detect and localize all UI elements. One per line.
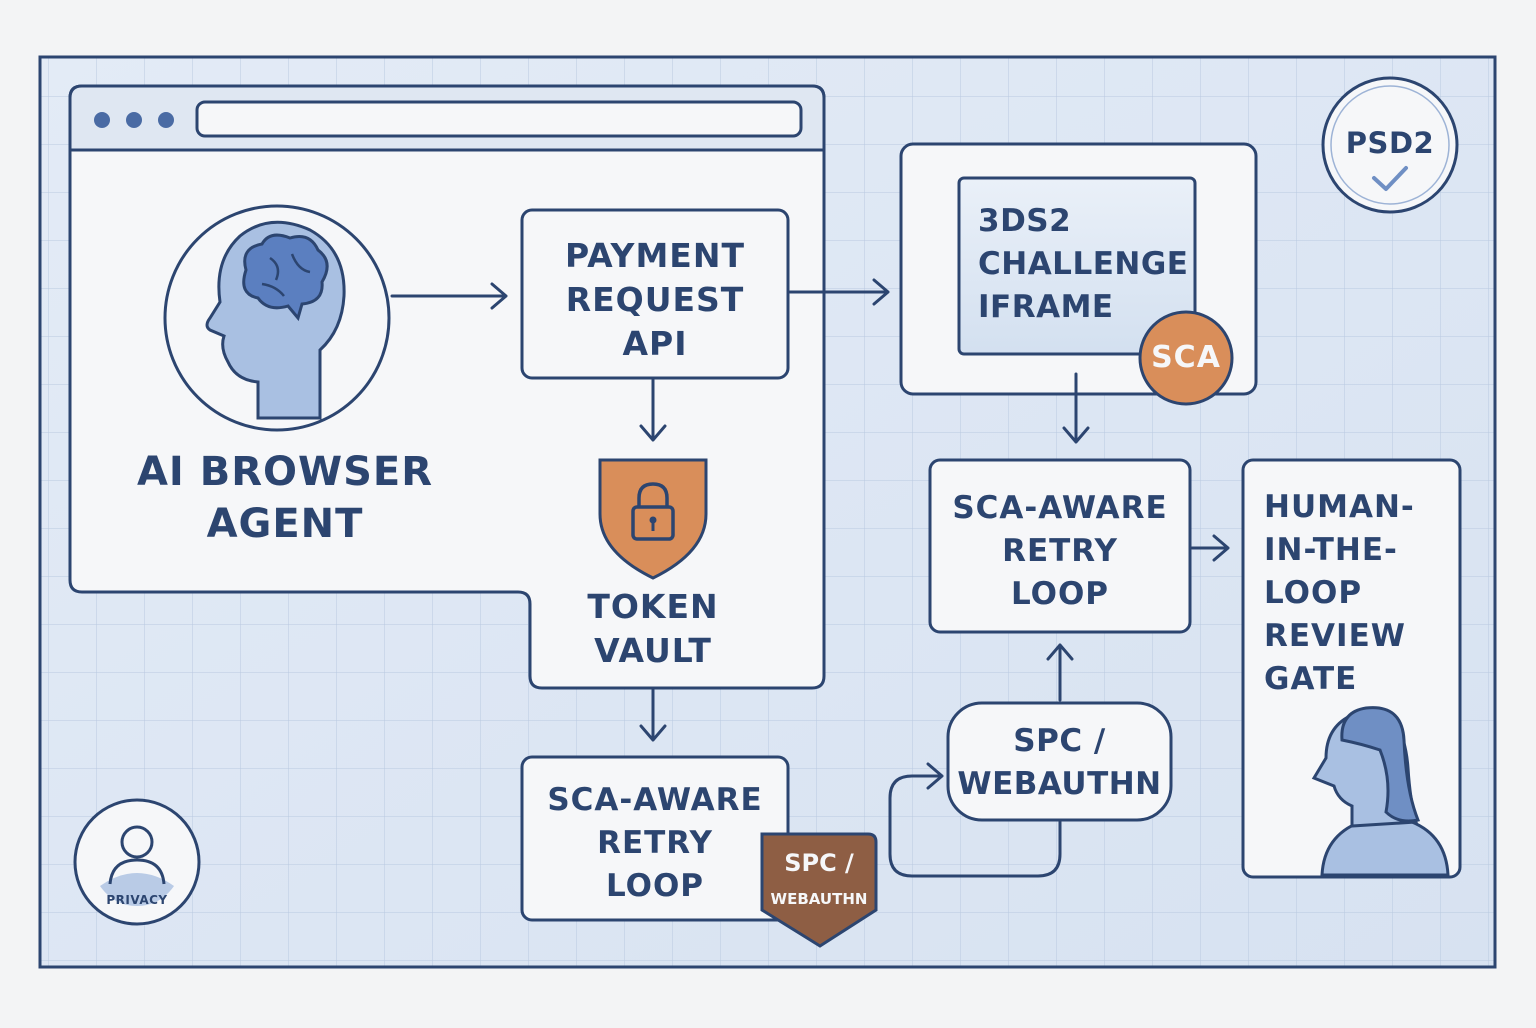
agent-head-icon (163, 204, 391, 432)
arrow-payment-to-challenge (788, 278, 890, 306)
psd2-stamp (1321, 76, 1459, 214)
arrow-loop-to-spc (888, 762, 1062, 878)
token-vault-shield-icon (598, 458, 708, 580)
lock-icon (631, 482, 675, 541)
retry-loop-right-label: SCA-AWARE RETRY LOOP (952, 490, 1168, 612)
spc-tag-bottom: WEBAUTHN (770, 890, 868, 908)
connector-arrows (390, 278, 1230, 878)
human-reviewer-icon (1311, 706, 1450, 877)
arrow-spc-to-retry (1046, 643, 1074, 702)
spc-webauthn-tag (760, 832, 878, 948)
spc-tag-top: SPC / (784, 849, 854, 877)
window-dot-icon (126, 112, 142, 128)
payment-request-label: PAYMENT REQUEST API (565, 236, 745, 363)
check-icon (1372, 166, 1408, 191)
retry-loop-right-box (928, 458, 1192, 634)
arrow-agent-to-payment (390, 282, 508, 310)
arrow-window-to-retry (639, 688, 667, 742)
spc-webauthn-label: SPC / WEBAUTHN (957, 723, 1162, 802)
retry-loop-bottom-label: SCA-AWARE RETRY LOOP (547, 782, 763, 904)
address-bar (195, 100, 803, 138)
agent-title: AI BROWSER AGENT (136, 449, 434, 547)
arrow-payment-to-vault (639, 378, 667, 442)
token-vault-label: TOKEN VAULT (587, 587, 719, 670)
person-icon (120, 825, 154, 859)
sca-badge (1138, 310, 1234, 406)
privacy-stamp (73, 798, 201, 926)
challenge-label: 3DS2 CHALLENGE IFRAME (978, 203, 1189, 325)
arrow-retry-to-review (1190, 534, 1230, 562)
arrow-challenge-to-retry (1062, 372, 1090, 444)
sca-badge-label: SCA (1151, 340, 1221, 375)
payment-request-box (520, 208, 790, 380)
window-dot-icon (94, 112, 110, 128)
privacy-label: PRIVACY (106, 893, 168, 907)
review-gate-label: HUMAN- IN-THE- LOOP REVIEW GATE (1264, 489, 1415, 697)
psd2-label: PSD2 (1345, 126, 1435, 160)
window-dot-icon (158, 112, 174, 128)
